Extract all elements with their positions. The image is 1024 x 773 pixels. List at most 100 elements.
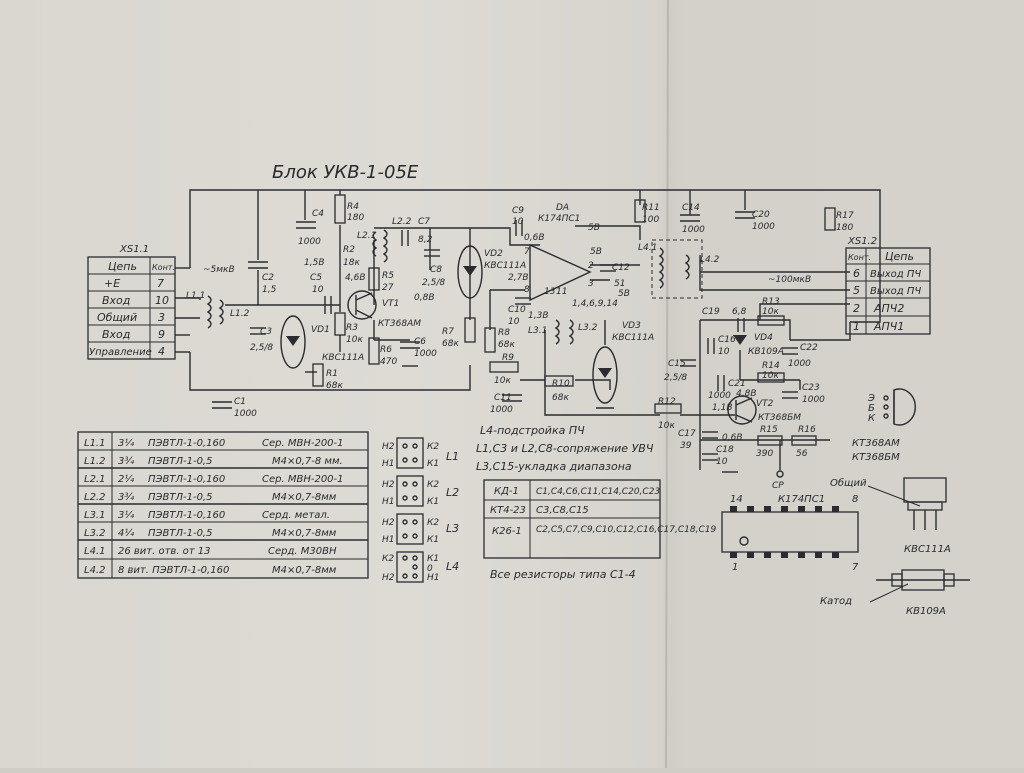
vd3-symbol xyxy=(592,346,618,404)
vd2-symbol xyxy=(457,245,483,299)
xs1-1-row-5-contact: 4 xyxy=(158,345,165,358)
r11-symbol xyxy=(634,199,646,223)
label-r12-value: 10к xyxy=(658,421,675,431)
label-r8-value: 68к xyxy=(498,340,515,350)
label-vd1: VD1 xyxy=(311,325,330,335)
label-c10-value: 10 xyxy=(508,317,520,327)
l1-pinout-name: L1 xyxy=(446,450,459,463)
kvs111a-package: Общий КВС111А xyxy=(830,477,951,555)
cap-type-1: КД-1 xyxy=(494,486,519,497)
label-v068b: 0,6В xyxy=(722,433,743,443)
label-v5b: 5В xyxy=(590,247,602,257)
ic-outline: 14 К174ПС1 8 1 7 xyxy=(721,494,859,573)
label-c22-value: 1000 xyxy=(788,359,811,369)
coil-row-7-turns: 26 вит. отв. от 13 xyxy=(118,546,211,557)
coil-row-8-turns: 8 вит. ПЭВТЛ-1-0,160 xyxy=(118,565,229,576)
label-c21: C21 xyxy=(728,379,746,389)
l1-pin-h1: Н1 xyxy=(382,459,395,469)
label-v5c: 5В xyxy=(618,289,630,299)
r13-symbol xyxy=(757,315,785,326)
l31-symbol xyxy=(554,319,560,345)
label-r16: R16 xyxy=(798,425,816,435)
xs1-1-header-contact: Конт. xyxy=(152,263,175,272)
coil-row-1-turns: 3¼ xyxy=(118,437,134,449)
l4-pin-h2: Н2 xyxy=(382,573,395,583)
label-c22: C22 xyxy=(800,343,818,353)
coil-row-4-core: М4×0,7-8мм xyxy=(272,492,337,503)
paper-fold xyxy=(665,0,669,769)
xs1-1-connector: XS1.1 Цепь Конт. +E 7 Вход 10 Общий 3 Вх… xyxy=(87,244,176,360)
label-vd2-type: КВС111А xyxy=(484,261,526,271)
coil-row-1-core: Сер. МВН-200-1 xyxy=(262,438,344,449)
coil-row-6-turns: 4¼ xyxy=(118,527,134,539)
label-c12-value: 51 xyxy=(614,279,625,289)
note-l4: L4-подстройка ПЧ xyxy=(480,424,585,437)
label-r3: R3 xyxy=(346,323,358,333)
label-l41: L4.1 xyxy=(638,243,657,253)
xs1-2-row-2-circuit: Выход ПЧ xyxy=(870,286,921,297)
l3-pinout-name: L3 xyxy=(446,522,459,535)
coil-row-3-wire: ПЭВТЛ-1-0,160 xyxy=(148,474,225,485)
label-c17-value: 39 xyxy=(680,441,692,451)
coil-row-1-name: L1.1 xyxy=(84,438,105,449)
coil-row-4-wire: ПЭВТЛ-1-0,5 xyxy=(148,492,212,503)
label-c9: C9 xyxy=(512,206,524,216)
xs1-1-row-1-contact: 7 xyxy=(157,277,164,290)
transistor-type-2: КТ368БМ xyxy=(852,452,900,463)
label-r10-value: 68к xyxy=(552,393,569,403)
label-v13: 1,3В xyxy=(528,311,549,321)
cap-type-2: КТ4-23 xyxy=(490,505,526,516)
l1-pin-h2: Н2 xyxy=(382,442,395,452)
label-kt368b: КТ368БМ xyxy=(758,413,801,423)
label-c14: C14 xyxy=(682,203,700,213)
xs1-1-row-2-circuit: Вход xyxy=(102,294,130,307)
label-c18-value: 10 xyxy=(716,457,728,467)
ic-name: К174ПС1 xyxy=(778,494,825,505)
cap-type-3-list: С2,С5,С7,С9,С10,С12,С16,С17,С18,С19 xyxy=(536,525,716,535)
capacitor-types-table: КД-1 С1,С4,С6,С11,С14,С20,С23 КТ4-23 С3,… xyxy=(483,479,716,559)
label-c18: C18 xyxy=(716,445,734,455)
label-100mkv: ~100мкВ xyxy=(768,275,811,285)
r14-symbol xyxy=(757,372,785,383)
xs1-1-row-4-contact: 9 xyxy=(158,328,165,341)
r4-symbol xyxy=(334,194,346,224)
label-r6-value: 470 xyxy=(380,357,397,367)
label-r14: R14 xyxy=(762,361,780,371)
label-vt2: VT2 xyxy=(756,399,774,409)
label-pins-ground: 1,4,6,9,14 xyxy=(572,299,618,309)
kv109a-label: КВ109А xyxy=(906,606,946,617)
label-r2: R2 xyxy=(343,245,355,255)
cap-type-2-list: С3,С8,С15 xyxy=(536,505,589,516)
common-label: Общий xyxy=(830,477,867,489)
kv109a-package: Катод КВ109А xyxy=(820,569,970,617)
label-c19: C19 xyxy=(702,307,720,317)
label-r4: R4 xyxy=(347,202,359,212)
label-c19-value: 6,8 xyxy=(732,307,747,317)
coil-row-3-core: Сер. МВН-200-1 xyxy=(262,474,344,485)
label-c4: C4 xyxy=(312,209,324,219)
label-pin7: 7 xyxy=(524,247,530,257)
label-v5a: 5В xyxy=(588,223,600,233)
label-pin3: 3 xyxy=(588,279,594,289)
vd1-symbol xyxy=(280,315,306,369)
vd4-symbol xyxy=(733,335,747,345)
l11-symbol xyxy=(206,295,212,329)
label-r8: R8 xyxy=(498,328,510,338)
xs1-1-row-5-circuit: Управление xyxy=(89,347,152,358)
label-l42: L4.2 xyxy=(700,255,720,265)
label-r6: R6 xyxy=(380,345,392,355)
label-r17-value: 180 xyxy=(836,223,853,233)
vt2-symbol xyxy=(727,395,757,425)
label-v068: 0,6В xyxy=(524,233,545,243)
label-c23-value: 1000 xyxy=(802,395,825,405)
xs1-1-header-circuit: Цепь xyxy=(108,260,137,273)
label-v46: 4,6В xyxy=(345,273,366,283)
label-l32: L3.2 xyxy=(578,323,598,333)
label-l21: L2.1 xyxy=(357,231,376,241)
xs1-2-row-4-circuit: АПЧ1 xyxy=(873,320,904,333)
label-c23: C23 xyxy=(802,383,820,393)
label-v15: 1,5В xyxy=(304,258,325,268)
l3-pin-h1: Н1 xyxy=(382,535,395,545)
label-r5: R5 xyxy=(382,271,394,281)
